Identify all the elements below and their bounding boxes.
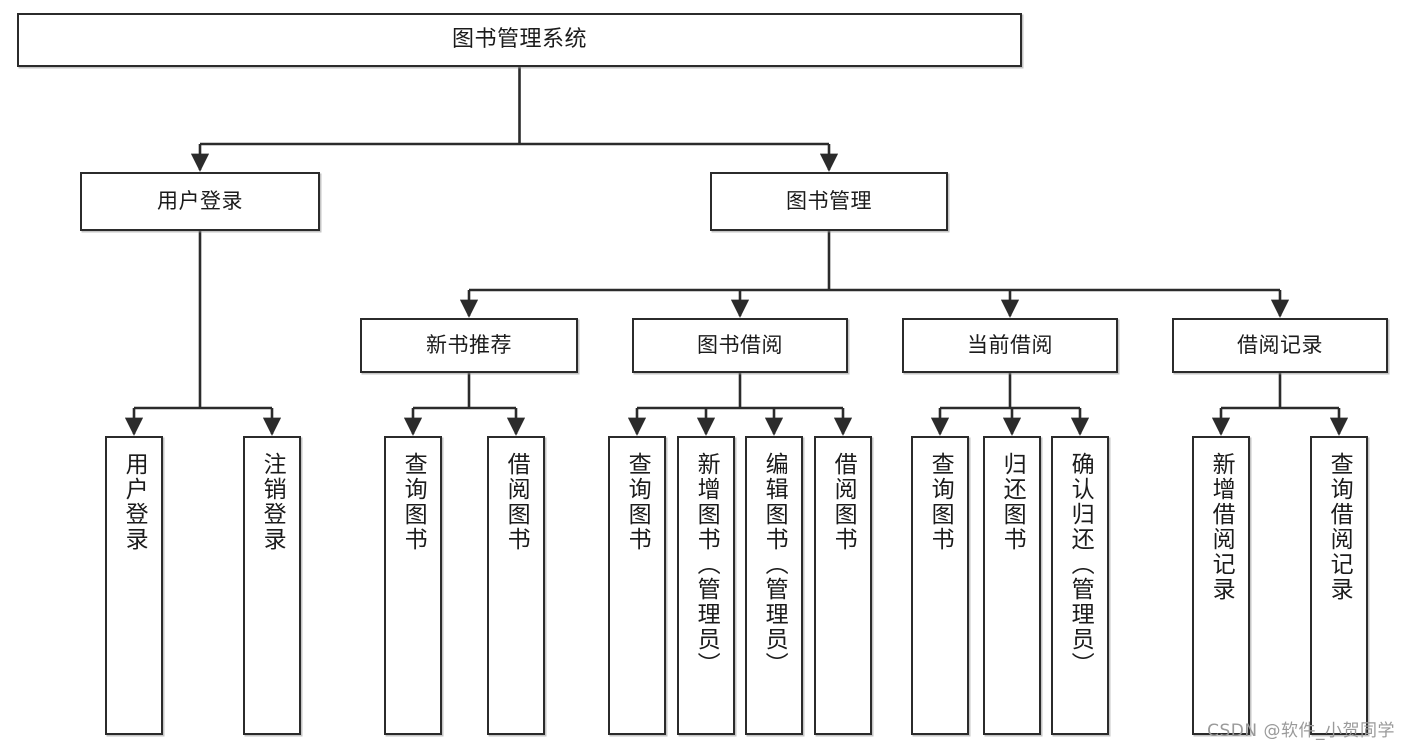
node-current-borrow[interactable]: 当前借阅 — [902, 318, 1118, 373]
node-leaf-query-book-3-label: 查询图书 — [927, 452, 954, 552]
node-leaf-user-login-label: 用户登录 — [121, 452, 148, 552]
node-leaf-borrow-book-2[interactable]: 借阅图书 — [814, 436, 872, 735]
node-user-login-label: 用户登录 — [157, 188, 243, 213]
node-leaf-return-book[interactable]: 归还图书 — [983, 436, 1041, 735]
node-leaf-confirm-return[interactable]: 确认归还（管理员） — [1051, 436, 1109, 735]
node-leaf-borrow-book-2-label: 借阅图书 — [830, 452, 857, 552]
node-borrow-record[interactable]: 借阅记录 — [1172, 318, 1388, 373]
node-borrow-record-label: 借阅记录 — [1237, 332, 1323, 357]
node-book-manage[interactable]: 图书管理 — [710, 172, 948, 231]
watermark-text: CSDN @软件_小贺同学 — [1207, 721, 1395, 741]
node-root[interactable]: 图书管理系统 — [17, 13, 1022, 67]
node-leaf-user-login[interactable]: 用户登录 — [105, 436, 163, 735]
node-leaf-borrow-book-1[interactable]: 借阅图书 — [487, 436, 545, 735]
node-leaf-query-book-2-label: 查询图书 — [624, 452, 651, 552]
node-leaf-return-book-label: 归还图书 — [999, 452, 1026, 552]
node-leaf-logout-login-label: 注销登录 — [259, 452, 286, 552]
node-book-manage-label: 图书管理 — [786, 188, 872, 213]
node-new-book-recommend-label: 新书推荐 — [426, 332, 512, 357]
node-leaf-add-borrow-record[interactable]: 新增借阅记录 — [1192, 436, 1250, 735]
node-leaf-logout-login[interactable]: 注销登录 — [243, 436, 301, 735]
node-new-book-recommend[interactable]: 新书推荐 — [360, 318, 578, 373]
node-leaf-query-book-3[interactable]: 查询图书 — [911, 436, 969, 735]
node-leaf-query-book-1-label: 查询图书 — [400, 452, 427, 552]
node-leaf-add-book-label: 新增图书（管理员） — [693, 452, 720, 677]
node-book-borrow-label: 图书借阅 — [697, 332, 783, 357]
node-leaf-query-book-1[interactable]: 查询图书 — [384, 436, 442, 735]
node-leaf-edit-book-label: 编辑图书（管理员） — [761, 452, 788, 677]
node-book-borrow[interactable]: 图书借阅 — [632, 318, 848, 373]
node-leaf-query-borrow-record[interactable]: 查询借阅记录 — [1310, 436, 1368, 735]
node-leaf-add-borrow-record-label: 新增借阅记录 — [1208, 452, 1235, 602]
node-root-label: 图书管理系统 — [451, 26, 587, 52]
node-leaf-query-borrow-record-label: 查询借阅记录 — [1326, 452, 1353, 602]
node-leaf-edit-book[interactable]: 编辑图书（管理员） — [745, 436, 803, 735]
node-user-login[interactable]: 用户登录 — [80, 172, 320, 231]
node-leaf-add-book[interactable]: 新增图书（管理员） — [677, 436, 735, 735]
node-leaf-borrow-book-1-label: 借阅图书 — [503, 452, 530, 552]
node-current-borrow-label: 当前借阅 — [967, 332, 1053, 357]
node-leaf-query-book-2[interactable]: 查询图书 — [608, 436, 666, 735]
node-leaf-confirm-return-label: 确认归还（管理员） — [1067, 452, 1094, 677]
